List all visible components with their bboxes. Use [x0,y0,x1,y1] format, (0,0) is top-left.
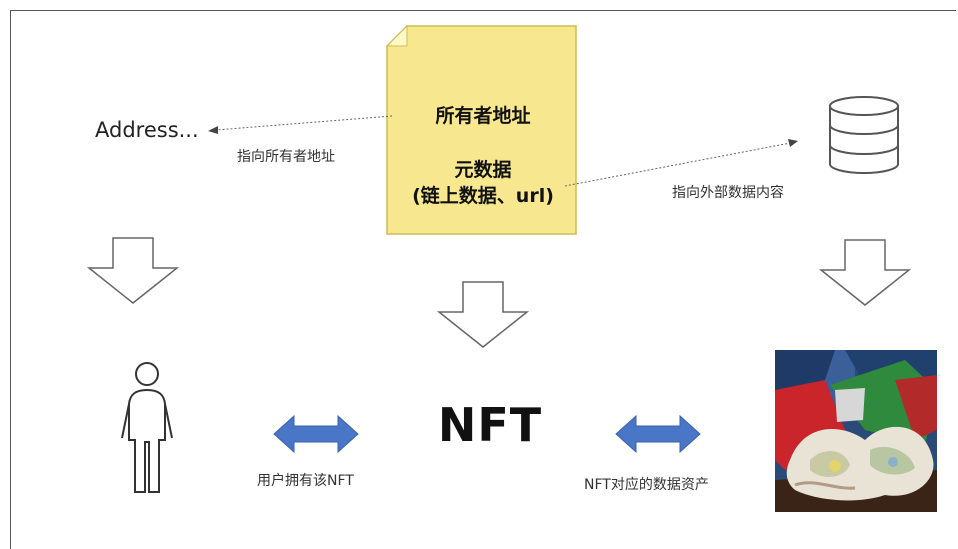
diagram-frame [10,10,956,549]
metadata-title: 元数据 [454,159,512,181]
person-icon [121,362,173,493]
metadata-note [385,24,577,235]
double-arrow-icon [273,414,359,454]
down-arrow-icon [436,281,530,348]
owner-address-text: 所有者地址 [435,105,531,127]
owner-pointer-label: 指向所有者地址 [237,149,335,165]
double-arrow-icon [615,414,701,454]
metadata-subtitle: (链上数据、url) [412,185,554,207]
owner-pointer-line [215,115,393,131]
owner-pointer-arrowhead [208,126,218,134]
external-pointer-arrowhead [788,139,798,147]
asset-label: NFT对应的数据资产 [584,477,709,493]
down-arrow-icon [86,237,180,304]
user-owns-label: 用户拥有该NFT [257,473,354,489]
painting-image [775,350,937,512]
external-pointer-line [564,142,791,187]
nft-label: NFT [437,398,543,452]
external-pointer-label: 指向外部数据内容 [672,185,784,201]
address-label: Address... [95,118,199,142]
down-arrow-icon [818,239,912,306]
database-icon [829,96,899,174]
